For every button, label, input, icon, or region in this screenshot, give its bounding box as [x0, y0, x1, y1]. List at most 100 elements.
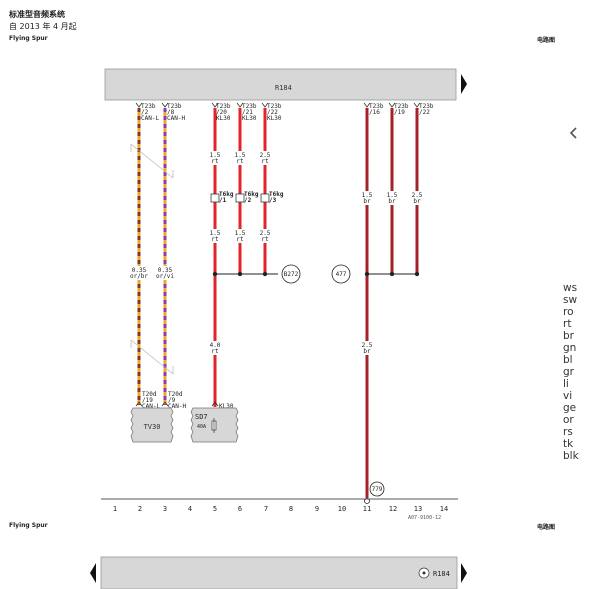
legend-item: rs — [563, 426, 573, 438]
connector-signal: KL30 — [216, 115, 231, 122]
sd7-pin-label: KL30 — [219, 403, 234, 410]
connector-name: T23b — [167, 103, 182, 110]
column-number: 11 — [363, 505, 371, 513]
legend-item: ge — [563, 402, 577, 414]
connector-name: T23b — [216, 103, 231, 110]
document-code: A07-9100-12 — [408, 515, 441, 521]
arrow-left-icon[interactable] — [90, 563, 96, 583]
wire-color: rt — [261, 158, 269, 165]
circle-477-label: 477 — [336, 271, 347, 278]
t20d-name: T20d — [168, 391, 183, 398]
connector-pin: /2 — [141, 109, 149, 116]
brown-wires — [365, 108, 419, 498]
legend-item: vi — [563, 390, 573, 402]
wire-spec: 2.5 — [412, 192, 423, 199]
ground-point — [364, 498, 370, 504]
connector-name: T23b — [242, 103, 257, 110]
column-number: 8 — [289, 505, 293, 513]
t20d-signal: CAN-L — [142, 403, 160, 410]
footer-circuit-diagram-label: 电路图 — [537, 524, 556, 531]
wire-spec: 1.5 — [210, 152, 221, 159]
column-number: 2 — [138, 505, 142, 513]
connector-pin: /8 — [167, 109, 175, 116]
legend-item: li — [563, 378, 569, 390]
wire-spec: 0.35 — [158, 267, 173, 274]
r184-label-next: R184 — [433, 570, 450, 578]
wire-color: rt — [236, 158, 244, 165]
t6kg-name: T6kg — [269, 191, 284, 198]
t6kg-connectors — [210, 193, 270, 203]
reference-circles — [281, 264, 385, 497]
wire-color: or/br — [130, 273, 148, 280]
legend-item: ws — [563, 282, 578, 294]
column-number: 7 — [264, 505, 268, 513]
t20d-pin-arrows — [135, 401, 219, 407]
connector-name: T23b — [141, 103, 156, 110]
connector-pin: /21 — [242, 109, 253, 116]
circle-b272-label: B272 — [284, 271, 299, 278]
connector-name: T23b — [267, 103, 282, 110]
wire-color: or/vi — [156, 273, 174, 280]
model-label: Flying Spur — [9, 35, 48, 42]
r184-component-next — [100, 556, 458, 589]
column-number: 3 — [163, 505, 167, 513]
tv30-label: TV30 — [144, 423, 161, 431]
connector-name: T23b — [419, 103, 434, 110]
t20d-name: T20d — [142, 391, 157, 398]
circuit-diagram-label: 电路图 — [537, 37, 556, 44]
arrow-right-icon[interactable] — [461, 563, 467, 583]
wire-spec: 1.5 — [235, 152, 246, 159]
sd7-rating: 40A — [197, 424, 206, 430]
twisted-pair-marks — [130, 143, 174, 375]
t20d-signal: CAN-H — [168, 403, 186, 410]
column-number: 10 — [338, 505, 346, 513]
legend-item: tk — [563, 438, 574, 450]
color-legend: ws sw ro rt br gn bl gr li vi ge or rs t… — [563, 282, 579, 462]
connector-pin: /22 — [267, 109, 278, 116]
legend-item: sw — [563, 294, 578, 306]
connector-signal: CAN-H — [167, 115, 185, 122]
arrow-right-icon[interactable] — [461, 74, 467, 94]
connector-pin: /22 — [419, 109, 430, 116]
t6kg-pin: /1 — [219, 197, 227, 204]
r184-component — [104, 68, 457, 101]
connector-pin: /19 — [394, 109, 405, 116]
wire-color: br — [363, 348, 371, 355]
wire-color: rt — [261, 236, 269, 243]
wire-spec: 2.5 — [260, 230, 271, 237]
connector-signal: KL30 — [242, 115, 257, 122]
wire-color: rt — [236, 236, 244, 243]
wire-color: br — [363, 198, 371, 205]
pin-arrows — [135, 102, 421, 108]
legend-item: gn — [563, 342, 577, 354]
footer-model-label: Flying Spur — [9, 522, 48, 529]
column-number: 12 — [389, 505, 397, 513]
circle-779-label: 779 — [372, 486, 383, 493]
legend-item: or — [563, 414, 574, 426]
page-title: 标准型音频系统 — [9, 10, 65, 19]
wire-spec: 1.5 — [235, 230, 246, 237]
wire-spec: 1.5 — [362, 192, 373, 199]
column-number: 14 — [440, 505, 448, 513]
wire-spec: 1.5 — [210, 230, 221, 237]
column-number: 5 — [213, 505, 217, 513]
connector-name: T23b — [394, 103, 409, 110]
wire-color: rt — [211, 236, 219, 243]
legend-item: rt — [563, 318, 572, 330]
t20d-pin: /19 — [142, 397, 153, 404]
t6kg-name: T6kg — [244, 191, 259, 198]
legend-item: br — [563, 330, 574, 342]
connector-signal: KL30 — [267, 115, 282, 122]
r184-label: R184 — [275, 84, 292, 92]
column-number: 1 — [113, 505, 117, 513]
t6kg-pin: /2 — [244, 197, 252, 204]
chevron-left-icon[interactable] — [568, 127, 580, 139]
wire-spec: 2.5 — [260, 152, 271, 159]
column-number: 9 — [315, 505, 319, 513]
column-number: 13 — [414, 505, 422, 513]
wire-color: rt — [211, 348, 219, 355]
wire-spec: 1.5 — [387, 192, 398, 199]
connector-name: T23b — [369, 103, 384, 110]
wire-spec: 4.0 — [210, 342, 221, 349]
